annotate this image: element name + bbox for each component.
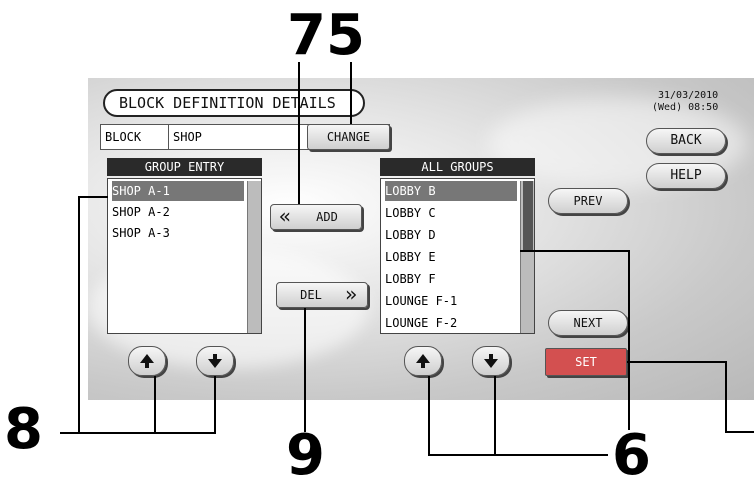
- next-button[interactable]: NEXT: [548, 310, 628, 336]
- all-groups-scroll-thumb[interactable]: [523, 181, 533, 251]
- set-button[interactable]: SET: [545, 348, 627, 376]
- callout-line: [298, 62, 300, 204]
- group-entry-up-button[interactable]: [128, 346, 166, 376]
- callout-7: 7: [287, 3, 326, 68]
- list-item[interactable]: LOBBY B: [385, 181, 517, 201]
- callout-line: [628, 250, 630, 430]
- day-time-text: (Wed) 08:50: [652, 102, 719, 113]
- block-label: BLOCK: [101, 125, 169, 149]
- callout-line: [60, 432, 156, 434]
- del-label: DEL: [300, 288, 322, 302]
- add-label: ADD: [316, 210, 338, 224]
- all-groups-scrollbar[interactable]: [520, 181, 534, 333]
- add-button[interactable]: « ADD: [270, 204, 362, 230]
- datetime-display: 31/03/2010 (Wed) 08:50: [652, 90, 718, 114]
- all-groups-down-button[interactable]: [472, 346, 510, 376]
- down-arrow-icon: [484, 354, 498, 368]
- all-groups-header: ALL GROUPS: [380, 158, 535, 176]
- all-groups-up-button[interactable]: [404, 346, 442, 376]
- list-item[interactable]: SHOP A-2: [112, 205, 170, 219]
- block-value: SHOP: [173, 130, 202, 144]
- callout-6: 6: [612, 423, 651, 488]
- callout-line: [520, 250, 630, 252]
- callout-line: [78, 196, 80, 433]
- change-button[interactable]: CHANGE: [307, 124, 390, 150]
- callout-line: [494, 376, 496, 456]
- list-item[interactable]: LOBBY E: [385, 250, 436, 264]
- all-groups-list: LOBBY B LOBBY C LOBBY D LOBBY E LOBBY F …: [380, 178, 535, 334]
- list-item[interactable]: LOUNGE F-2: [385, 316, 458, 330]
- callout-line: [154, 376, 156, 434]
- callout-line: [428, 376, 430, 456]
- callout-line: [78, 196, 108, 198]
- callout-line: [214, 376, 216, 434]
- list-item[interactable]: LOBBY D: [385, 228, 436, 242]
- callout-8: 8: [4, 397, 43, 462]
- callout-line: [428, 454, 608, 456]
- date-text: 31/03/2010: [658, 90, 719, 101]
- del-button[interactable]: DEL »: [276, 282, 368, 308]
- callout-line: [154, 432, 216, 434]
- callout-line: [725, 361, 727, 433]
- screen-title: BLOCK DEFINITION DETAILS: [103, 89, 365, 117]
- list-item[interactable]: LOBBY C: [385, 206, 436, 220]
- callout-line: [725, 431, 754, 433]
- group-entry-list: SHOP A-1 SHOP A-2 SHOP A-3: [107, 178, 262, 334]
- back-button[interactable]: BACK: [646, 128, 726, 154]
- list-item[interactable]: LOBBY F: [385, 272, 436, 286]
- group-entry-header: GROUP ENTRY: [107, 158, 262, 176]
- del-arrow-icon: »: [344, 282, 357, 306]
- down-arrow-icon: [208, 354, 222, 368]
- list-item[interactable]: SHOP A-1: [112, 181, 244, 201]
- up-arrow-icon: [140, 354, 154, 368]
- callout-line: [627, 361, 727, 363]
- list-item[interactable]: LOUNGE F-1: [385, 294, 458, 308]
- group-entry-scrollbar[interactable]: [247, 181, 261, 333]
- up-arrow-icon: [416, 354, 430, 368]
- prev-button[interactable]: PREV: [548, 188, 628, 214]
- help-button[interactable]: HELP: [646, 163, 726, 189]
- callout-line: [350, 62, 352, 124]
- add-arrow-icon: «: [279, 204, 292, 228]
- callout-5: 5: [326, 3, 365, 68]
- callout-line: [304, 308, 306, 432]
- group-entry-down-button[interactable]: [196, 346, 234, 376]
- callout-9: 9: [286, 423, 325, 488]
- list-item[interactable]: SHOP A-3: [112, 226, 170, 240]
